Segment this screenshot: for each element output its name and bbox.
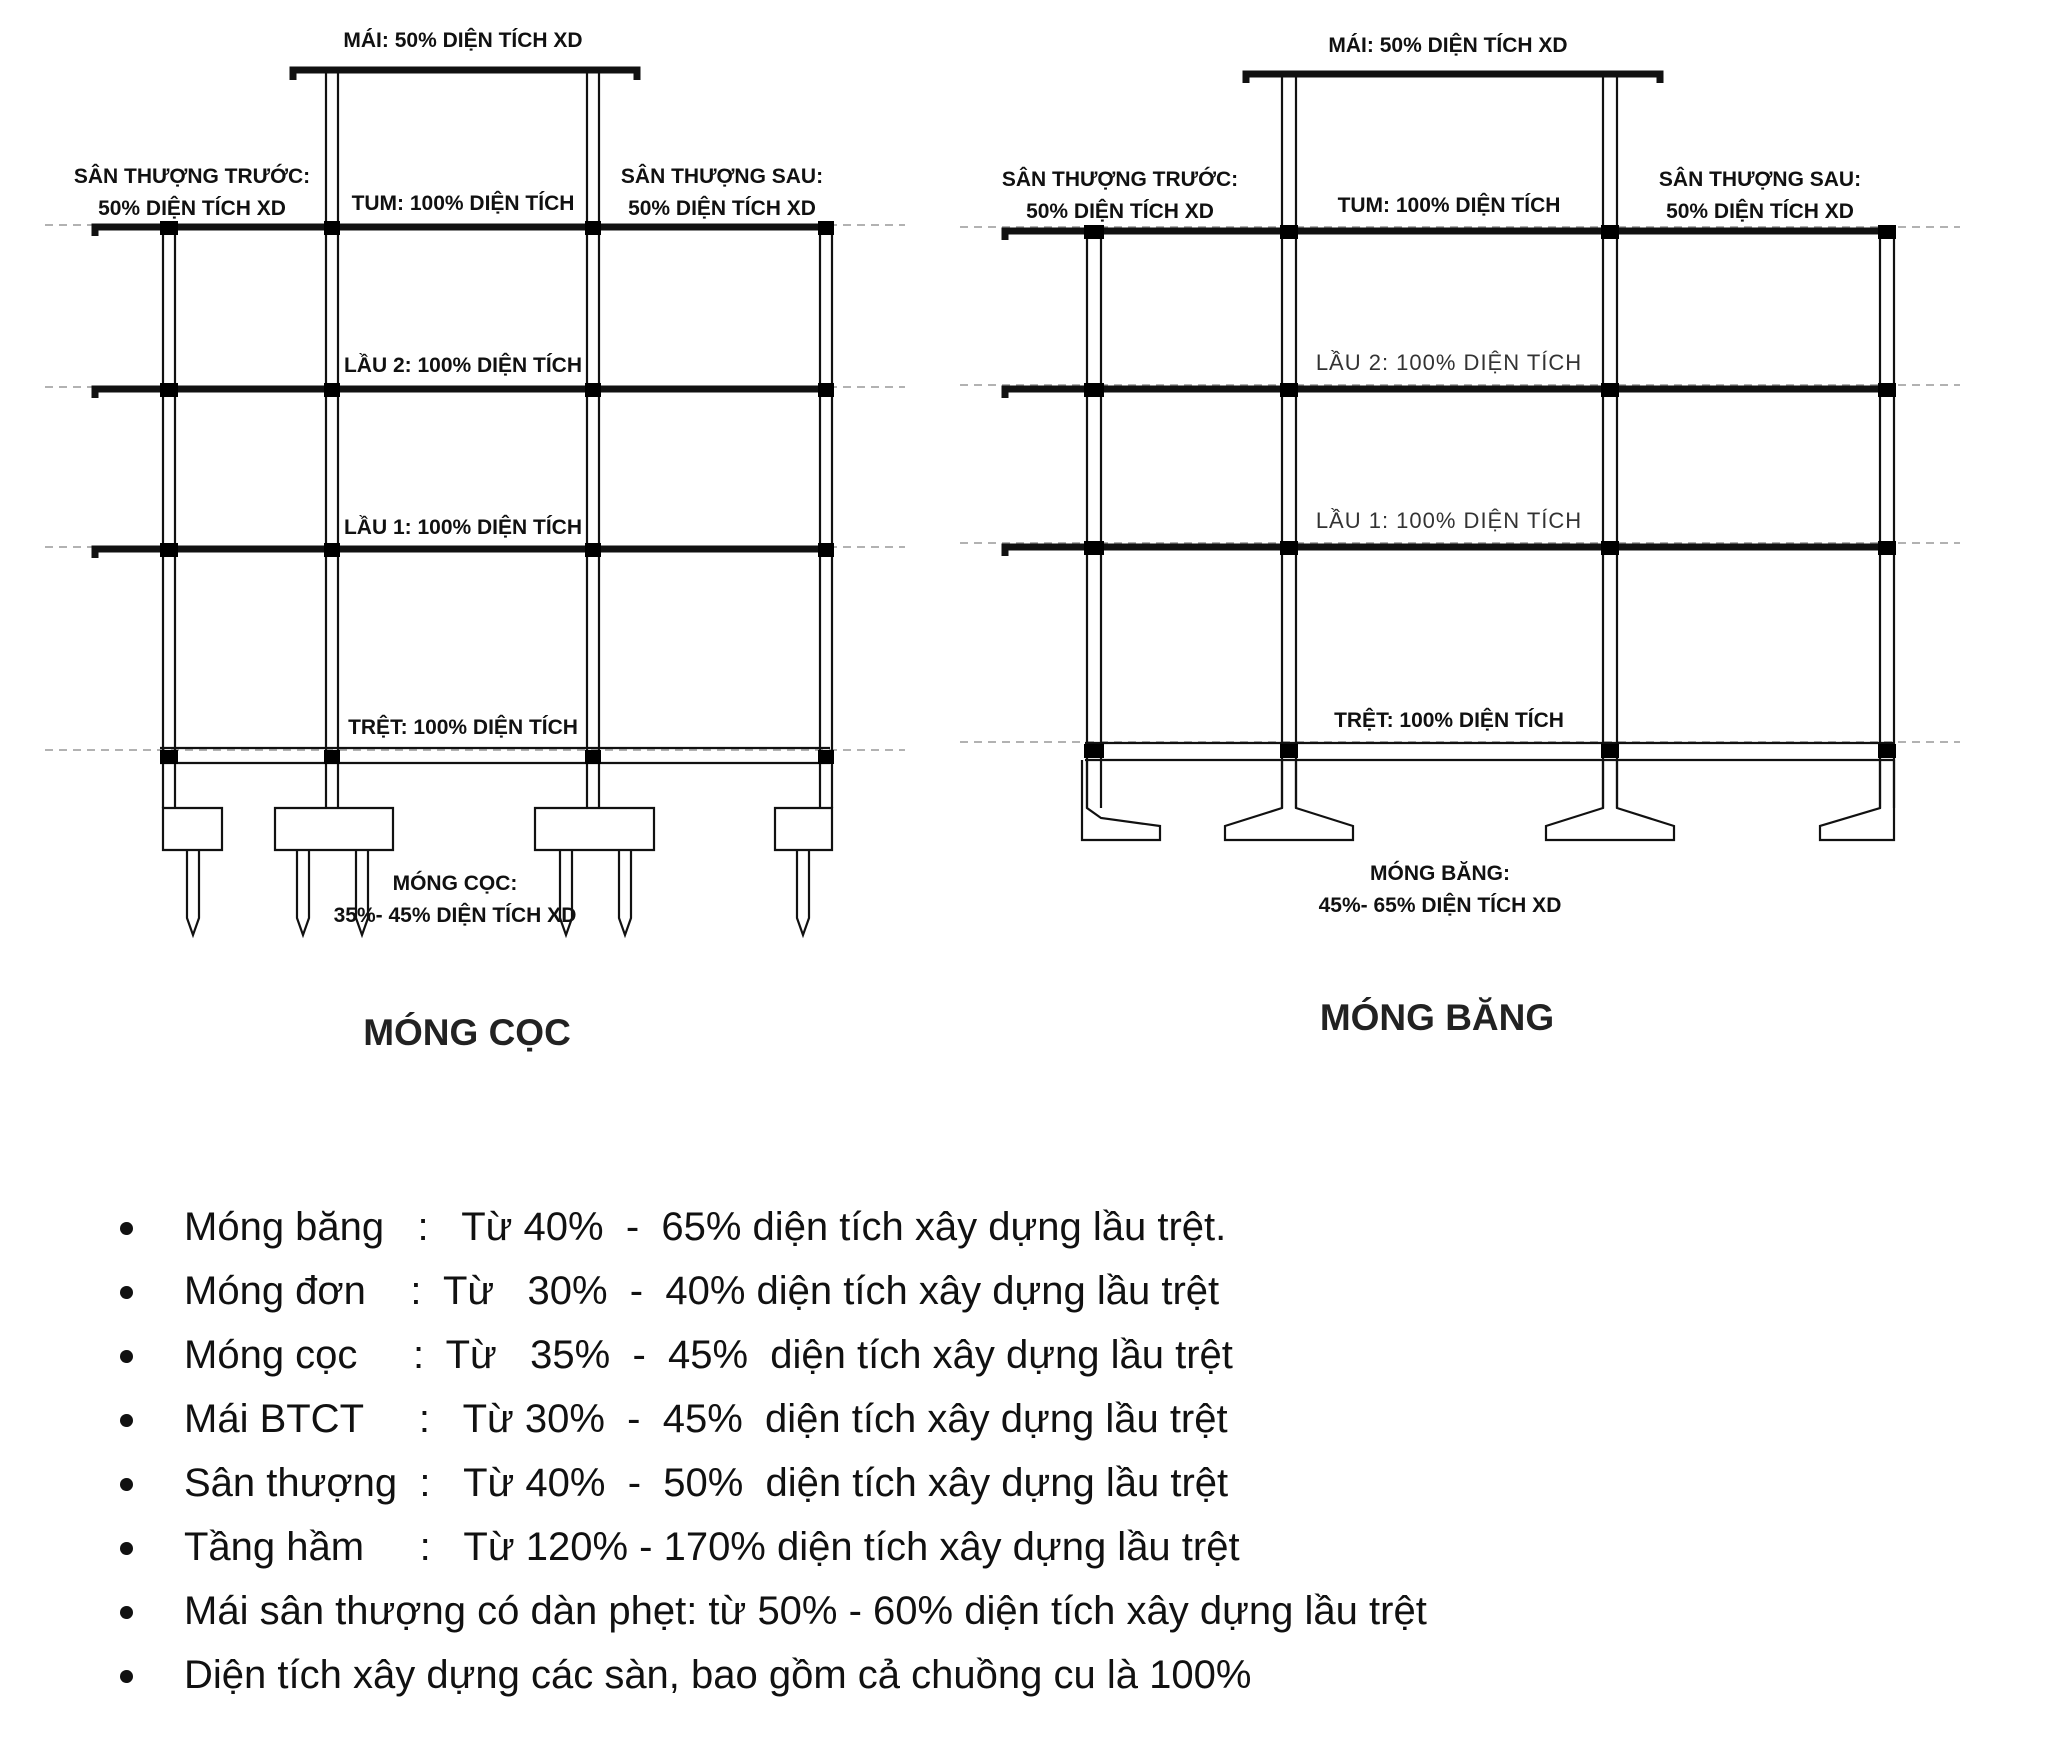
- floor1-label: LẦU 1: 100% DIỆN TÍCH: [1316, 508, 1582, 533]
- ground-label: TRỆT: 100% DIỆN TÍCH: [1334, 708, 1564, 732]
- note-text: Móng băng : Từ 40% - 65% diện tích xây d…: [184, 1205, 1227, 1249]
- ground-label: TRỆT: 100% DIỆN TÍCH: [348, 715, 578, 739]
- tum-label: TUM: 100% DIỆN TÍCH: [1338, 193, 1561, 217]
- floor1-slab: [1001, 543, 1895, 556]
- rear-terrace-label-2: 50% DIỆN TÍCH XD: [628, 196, 816, 220]
- bullet-icon: [120, 1478, 133, 1491]
- note-text: Mái sân thượng có dàn phẹt: từ 50% - 60%…: [184, 1589, 1427, 1633]
- rear-terrace-label-1: SÂN THƯỢNG SAU:: [1659, 167, 1861, 191]
- pile-foundation-diagram: MÁI: 50% DIỆN TÍCH XD SÂN THƯỢNG TRƯỚC: …: [45, 28, 905, 1053]
- columns: [161, 70, 834, 808]
- notes-list: Móng băng : Từ 40% - 65% diện tích xây d…: [120, 1195, 1427, 1707]
- floor1-label: LẦU 1: 100% DIỆN TÍCH: [344, 515, 582, 539]
- floor2-slab: [1001, 385, 1895, 398]
- floor2-slab: [91, 385, 830, 398]
- terrace-slab: [91, 223, 830, 236]
- list-item: Mái sân thượng có dàn phẹt: từ 50% - 60%…: [120, 1579, 1427, 1643]
- diagram-title: MÓNG CỌC: [363, 1011, 571, 1053]
- bullet-icon: [120, 1670, 133, 1683]
- foundation-label-1: MÓNG CỌC:: [393, 871, 518, 895]
- terrace-slab: [1001, 227, 1895, 240]
- list-item: Diện tích xây dựng các sàn, bao gồm cả c…: [120, 1643, 1427, 1707]
- strip-foundation-diagram: MÁI: 50% DIỆN TÍCH XD SÂN THƯỢNG TRƯỚC: …: [960, 33, 1960, 1038]
- pile-caps: [161, 806, 834, 852]
- bullet-icon: [120, 1350, 133, 1363]
- roof-label: MÁI: 50% DIỆN TÍCH XD: [1328, 33, 1567, 57]
- roof-label: MÁI: 50% DIỆN TÍCH XD: [343, 28, 582, 52]
- note-text: Mái BTCT : Từ 30% - 45% diện tích xây dự…: [184, 1397, 1228, 1441]
- floor1-slab: [91, 545, 830, 558]
- front-terrace-label-1: SÂN THƯỢNG TRƯỚC:: [74, 164, 310, 188]
- note-text: Diện tích xây dựng các sàn, bao gồm cả c…: [184, 1653, 1252, 1697]
- list-item: Móng cọc : Từ 35% - 45% diện tích xây dự…: [120, 1323, 1427, 1387]
- bullet-icon: [120, 1542, 133, 1555]
- foundation-diagrams: MÁI: 50% DIỆN TÍCH XD SÂN THƯỢNG TRƯỚC: …: [45, 28, 1960, 1053]
- roof-slab: [1242, 70, 1664, 83]
- foundation-label-2: 35%- 45% DIỆN TÍCH XD: [334, 903, 577, 927]
- diagram-title: MÓNG BĂNG: [1320, 996, 1554, 1038]
- front-terrace-label-2: 50% DIỆN TÍCH XD: [1026, 199, 1214, 223]
- rear-terrace-label-2: 50% DIỆN TÍCH XD: [1666, 199, 1854, 223]
- note-text: Móng đơn : Từ 30% - 40% diện tích xây dự…: [184, 1269, 1220, 1313]
- note-text: Sân thượng : Từ 40% - 50% diện tích xây …: [184, 1461, 1229, 1505]
- foundation-label-2: 45%- 65% DIỆN TÍCH XD: [1319, 893, 1562, 917]
- front-terrace-label-1: SÂN THƯỢNG TRƯỚC:: [1002, 167, 1238, 191]
- bullet-icon: [120, 1222, 133, 1235]
- list-item: Sân thượng : Từ 40% - 50% diện tích xây …: [120, 1451, 1427, 1515]
- joints: [160, 221, 834, 764]
- list-item: Mái BTCT : Từ 30% - 45% diện tích xây dự…: [120, 1387, 1427, 1451]
- list-item: Tầng hầm : Từ 120% - 170% diện tích xây …: [120, 1515, 1427, 1579]
- floor2-label: LẦU 2: 100% DIỆN TÍCH: [1316, 350, 1582, 375]
- joints: [1084, 225, 1896, 758]
- note-text: Tầng hầm : Từ 120% - 170% diện tích xây …: [184, 1525, 1240, 1569]
- floor2-label: LẦU 2: 100% DIỆN TÍCH: [344, 353, 582, 377]
- strip-footings: [1080, 760, 1896, 842]
- front-terrace-label-2: 50% DIỆN TÍCH XD: [98, 196, 286, 220]
- piles: [185, 850, 811, 939]
- list-item: Móng đơn : Từ 30% - 40% diện tích xây dự…: [120, 1259, 1427, 1323]
- foundation-label-1: MÓNG BĂNG:: [1370, 861, 1510, 885]
- note-text: Móng cọc : Từ 35% - 45% diện tích xây dự…: [184, 1333, 1233, 1377]
- bullet-icon: [120, 1606, 133, 1619]
- rear-terrace-label-1: SÂN THƯỢNG SAU:: [621, 164, 823, 188]
- bullet-icon: [120, 1286, 133, 1299]
- columns: [1085, 74, 1896, 808]
- list-item: Móng băng : Từ 40% - 65% diện tích xây d…: [120, 1195, 1427, 1259]
- bullet-icon: [120, 1414, 133, 1427]
- tum-label: TUM: 100% DIỆN TÍCH: [352, 191, 575, 215]
